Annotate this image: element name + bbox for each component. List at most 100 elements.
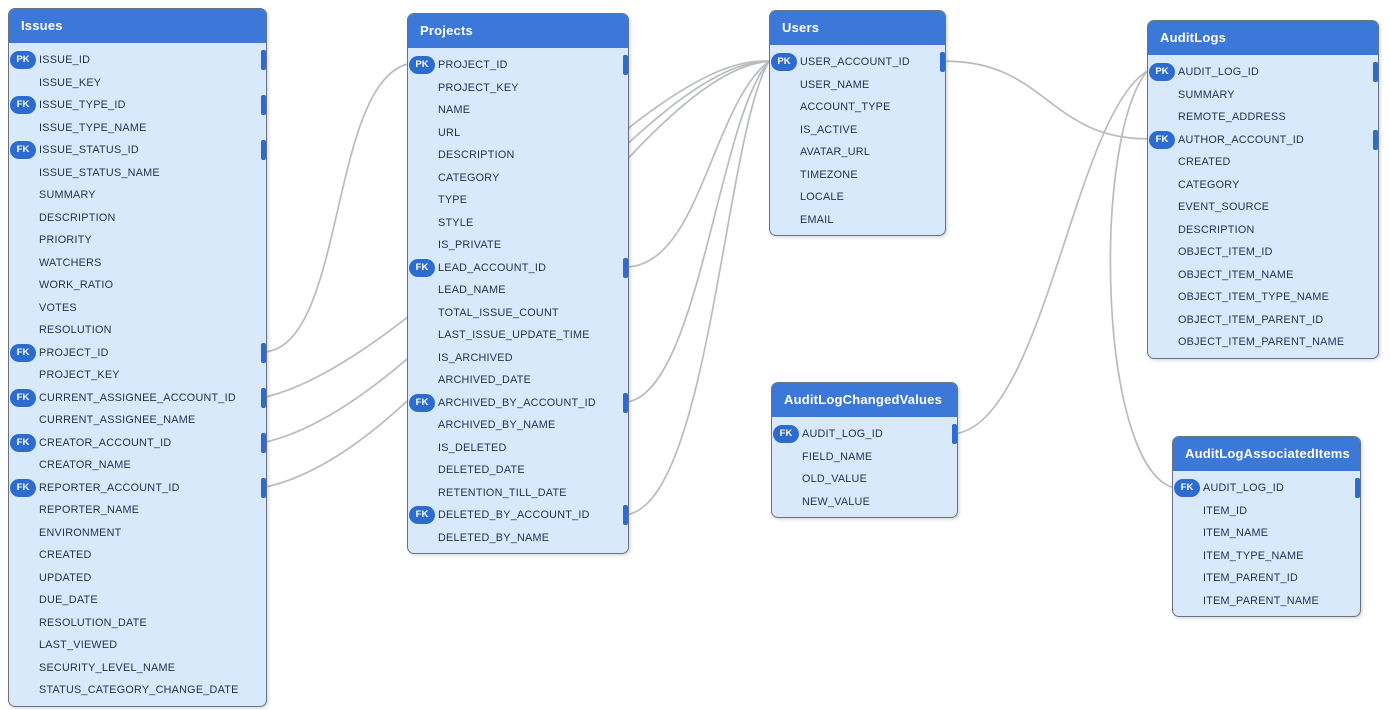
primary-key-badge: PK [409, 56, 435, 75]
field-row: UPDATED [9, 567, 266, 590]
field-name: USER_ACCOUNT_ID [800, 56, 910, 69]
field-name: ITEM_PARENT_NAME [1203, 594, 1319, 607]
field-name: OBJECT_ITEM_ID [1178, 246, 1273, 259]
field-name: CREATED [39, 549, 92, 562]
field-name: ITEM_PARENT_ID [1203, 572, 1299, 585]
foreign-key-badge: FK [1174, 479, 1200, 498]
field-name: WORK_RATIO [39, 279, 114, 292]
relationship-line [628, 60, 770, 403]
field-name: CURRENT_ASSIGNEE_NAME [39, 414, 196, 427]
field-name: STATUS_CATEGORY_CHANGE_DATE [39, 684, 239, 697]
field-row: SUMMARY [9, 184, 266, 207]
field-row: PRIORITY [9, 229, 266, 252]
field-name: EMAIL [800, 213, 834, 226]
field-name: RESOLUTION [39, 324, 112, 337]
connector-stub [1355, 478, 1360, 499]
connector-stub [940, 52, 945, 73]
connector-stub [261, 342, 266, 363]
field-name: ITEM_NAME [1203, 527, 1269, 540]
field-name: UPDATED [39, 571, 92, 584]
field-name: AUDIT_LOG_ID [1178, 66, 1259, 79]
field-row: ITEM_PARENT_NAME [1173, 590, 1360, 613]
field-name: TIMEZONE [800, 168, 858, 181]
field-row: ITEM_ID [1173, 500, 1360, 523]
field-row: ITEM_PARENT_ID [1173, 567, 1360, 590]
field-row: STATUS_CATEGORY_CHANGE_DATE [9, 679, 266, 702]
field-name: VOTES [39, 301, 77, 314]
field-row: CATEGORY [408, 167, 628, 190]
foreign-key-badge: FK [409, 506, 435, 525]
field-row: PROJECT_KEY [408, 77, 628, 100]
connector-stub [623, 392, 628, 413]
field-name: REPORTER_ACCOUNT_ID [39, 481, 180, 494]
field-name: IS_DELETED [438, 441, 507, 454]
table-title: Issues [9, 9, 266, 43]
connector-stub [261, 387, 266, 408]
field-name: USER_NAME [800, 78, 870, 91]
field-name: DELETED_DATE [438, 464, 525, 477]
field-name: FIELD_NAME [802, 450, 873, 463]
field-name: AUDIT_LOG_ID [1203, 482, 1284, 495]
relationship-line [1109, 70, 1173, 489]
field-row: RESOLUTION [9, 319, 266, 342]
field-row: OBJECT_ITEM_NAME [1148, 264, 1378, 287]
field-name: DESCRIPTION [1178, 223, 1255, 236]
field-row: WATCHERS [9, 252, 266, 275]
connector-stub [261, 140, 266, 161]
foreign-key-badge: FK [409, 393, 435, 412]
field-row: ARCHIVED_BY_NAME [408, 414, 628, 437]
field-row: ISSUE_STATUS_NAME [9, 162, 266, 185]
field-name: TOTAL_ISSUE_COUNT [438, 306, 559, 319]
field-name: ARCHIVED_BY_NAME [438, 419, 556, 432]
relationship-line [628, 60, 770, 516]
connector-stub [623, 505, 628, 526]
foreign-key-badge: FK [10, 96, 36, 115]
field-name: LEAD_NAME [438, 284, 506, 297]
field-name: PROJECT_ID [39, 346, 109, 359]
table-title: Projects [408, 14, 628, 48]
field-row: ENVIRONMENT [9, 522, 266, 545]
field-name: WATCHERS [39, 256, 102, 269]
table-title: Users [770, 11, 945, 45]
field-name: PROJECT_ID [438, 59, 508, 72]
field-row: CATEGORY [1148, 174, 1378, 197]
field-name: PRIORITY [39, 234, 92, 247]
field-row: DESCRIPTION [408, 144, 628, 167]
field-row: OBJECT_ITEM_PARENT_NAME [1148, 331, 1378, 354]
field-name: REMOTE_ADDRESS [1178, 111, 1286, 124]
field-row: CREATOR_NAME [9, 454, 266, 477]
field-row: OLD_VALUE [772, 468, 957, 491]
field-name: ITEM_TYPE_NAME [1203, 549, 1304, 562]
field-row: URL [408, 122, 628, 145]
field-name: CREATED [1178, 156, 1231, 169]
relationship-line [957, 70, 1148, 435]
relationship-line [945, 60, 1148, 140]
field-name: CREATOR_NAME [39, 459, 131, 472]
field-name: ISSUE_TYPE_NAME [39, 121, 147, 134]
foreign-key-badge: FK [409, 258, 435, 277]
relationship-line [266, 63, 408, 353]
field-row: DELETED_BY_NAME [408, 527, 628, 550]
field-name: SUMMARY [39, 189, 96, 202]
field-row: NEW_VALUE [772, 491, 957, 514]
field-row: AVATAR_URL [770, 141, 945, 164]
field-name: AVATAR_URL [800, 146, 871, 159]
